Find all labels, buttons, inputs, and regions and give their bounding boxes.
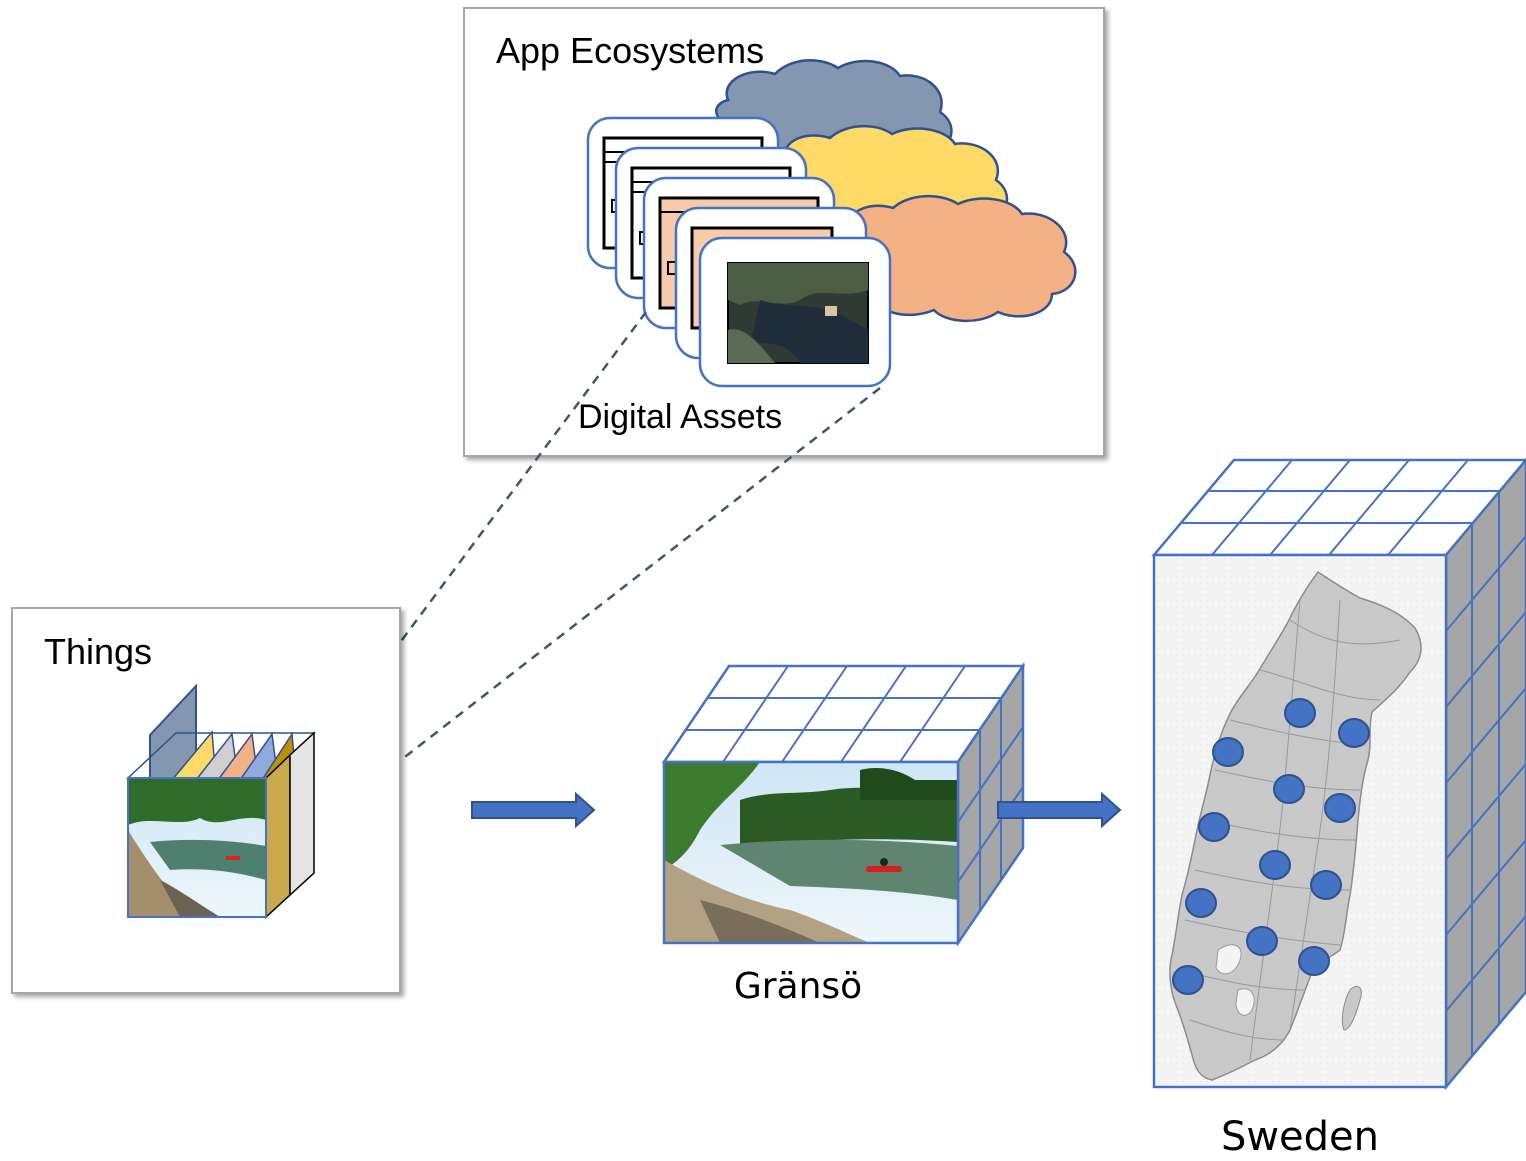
location-marker-icon	[1310, 870, 1342, 900]
location-marker-icon	[1185, 888, 1217, 918]
location-markers	[1172, 698, 1370, 995]
gransoe-label: Gränsö	[734, 966, 862, 1007]
right-arrow-icon	[471, 791, 596, 829]
lake	[1235, 988, 1255, 1016]
aerial-map-card	[698, 236, 892, 388]
location-marker-icon	[1324, 793, 1356, 823]
location-marker-icon	[1273, 774, 1305, 804]
dashed-link	[315, 387, 881, 827]
location-marker-icon	[1212, 737, 1244, 767]
folder-icon	[126, 683, 316, 919]
gransoe-photo	[662, 760, 960, 945]
location-marker-icon	[1198, 812, 1230, 842]
location-marker-icon	[1338, 718, 1370, 748]
right-arrow-icon	[997, 791, 1122, 829]
app-ecosystems-title: App Ecosystems	[496, 30, 764, 71]
digital-assets-label: Digital Assets	[578, 398, 782, 436]
things-title: Things	[44, 631, 152, 672]
location-marker-icon	[1172, 965, 1204, 995]
gotland	[1341, 985, 1362, 1031]
gransoe-cube	[661, 661, 1026, 948]
app-ecosystems-panel: App Ecosystems	[463, 7, 1105, 457]
canal-photo-thumbnail	[127, 777, 267, 918]
things-panel: Things	[11, 607, 401, 994]
location-marker-icon	[1246, 926, 1278, 956]
sweden-label: Sweden	[1221, 1114, 1379, 1156]
asset-links	[315, 311, 881, 827]
sweden-cube	[1151, 458, 1526, 1091]
location-marker-icon	[1284, 698, 1316, 728]
lake	[1215, 944, 1242, 975]
location-marker-icon	[1298, 946, 1330, 976]
location-marker-icon	[1259, 850, 1291, 880]
